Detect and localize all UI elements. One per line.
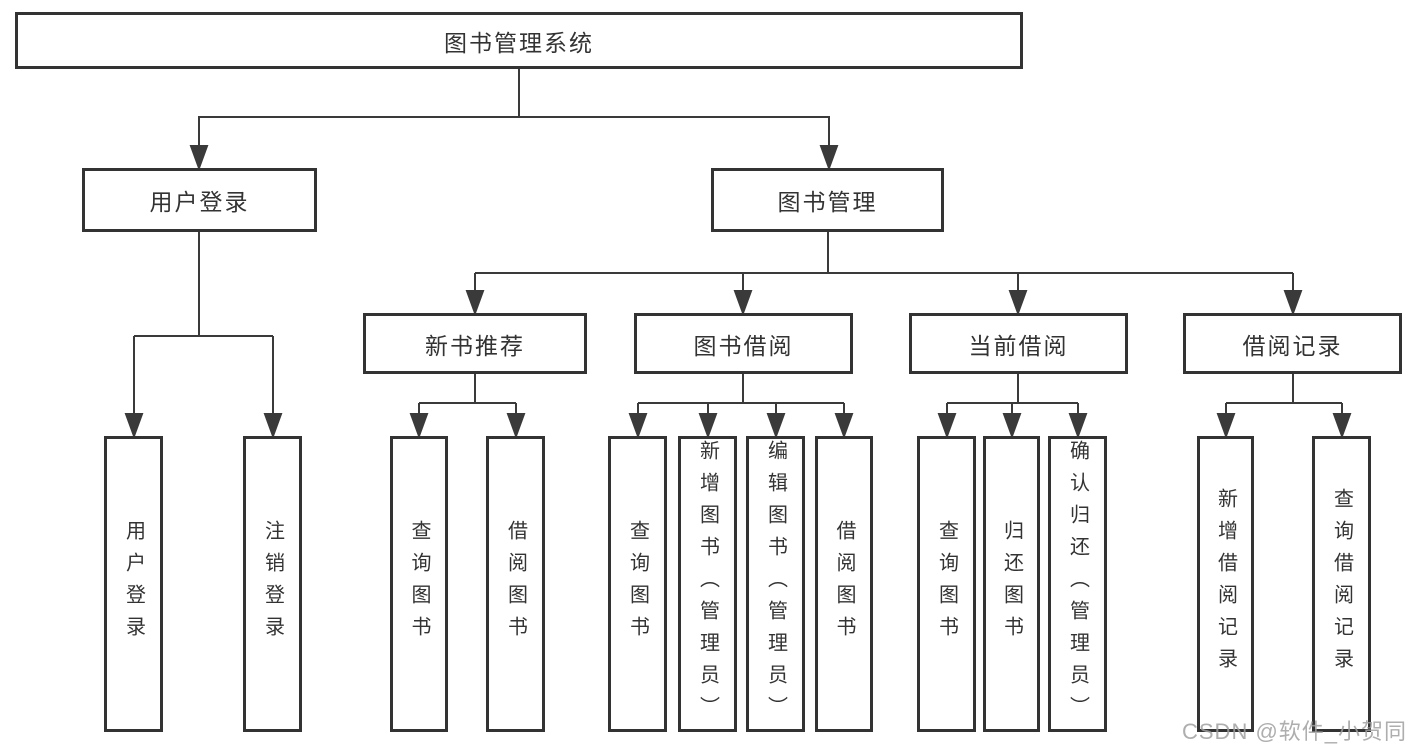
node-new-book-recommend-label: 新书推荐 — [425, 332, 525, 359]
leaf-recommend-query-books-label: 查询图书 — [408, 520, 430, 648]
leaf-recommend-borrow-books-label: 借阅图书 — [504, 520, 527, 648]
leaf-borrow-add-books-admin-label: 新增图书（管理员） — [696, 440, 719, 728]
node-new-book-recommend: 新书推荐 — [363, 313, 587, 374]
node-book-borrow-label: 图书借阅 — [693, 332, 794, 359]
leaf-current-confirm-return-admin: 确认归还（管理员） — [1048, 436, 1107, 732]
node-book-management: 图书管理 — [711, 168, 944, 232]
leaf-borrow-add-books-admin: 新增图书（管理员） — [678, 436, 737, 732]
node-book-management-label: 图书管理 — [777, 189, 878, 215]
leaf-records-query-record: 查询借阅记录 — [1312, 436, 1371, 732]
leaf-borrow-edit-books-admin-label: 编辑图书（管理员） — [764, 440, 787, 728]
node-borrow-records: 借阅记录 — [1183, 313, 1402, 374]
leaf-user-login-label: 用户登录 — [122, 520, 145, 648]
csdn-watermark: CSDN @软件_小贺同学 — [1182, 719, 1405, 744]
node-current-borrow: 当前借阅 — [909, 313, 1128, 374]
node-user-login: 用户登录 — [82, 168, 317, 232]
leaf-records-query-record-label: 查询借阅记录 — [1330, 488, 1353, 680]
leaf-borrow-edit-books-admin: 编辑图书（管理员） — [746, 436, 805, 732]
node-book-borrow: 图书借阅 — [634, 313, 853, 374]
leaf-borrow-query-books-label: 查询图书 — [626, 520, 649, 648]
leaf-logout: 注销登录 — [243, 436, 302, 732]
leaf-current-return-books-label: 归还图书 — [1000, 520, 1023, 648]
leaf-user-login: 用户登录 — [104, 436, 163, 732]
leaf-current-query-books-label: 查询图书 — [935, 520, 958, 648]
node-root: 图书管理系统 — [15, 12, 1023, 69]
leaf-logout-label: 注销登录 — [261, 520, 284, 648]
leaf-current-return-books: 归还图书 — [983, 436, 1040, 732]
leaf-recommend-query-books: 查询图书 — [390, 436, 448, 732]
leaf-borrow-query-books: 查询图书 — [608, 436, 667, 732]
node-root-label: 图书管理系统 — [444, 29, 594, 56]
leaf-borrow-borrow-books: 借阅图书 — [815, 436, 873, 732]
leaf-records-add-record: 新增借阅记录 — [1197, 436, 1254, 732]
leaf-current-confirm-return-admin-label: 确认归还（管理员） — [1066, 440, 1089, 728]
connector-group — [124, 69, 1352, 439]
leaf-current-query-books: 查询图书 — [917, 436, 976, 732]
node-current-borrow-label: 当前借阅 — [968, 332, 1069, 359]
node-user-login-label: 用户登录 — [149, 189, 250, 215]
leaf-recommend-borrow-books: 借阅图书 — [486, 436, 545, 732]
node-borrow-records-label: 借阅记录 — [1242, 332, 1343, 359]
leaf-records-add-record-label: 新增借阅记录 — [1214, 488, 1237, 680]
leaf-borrow-borrow-books-label: 借阅图书 — [833, 520, 855, 648]
